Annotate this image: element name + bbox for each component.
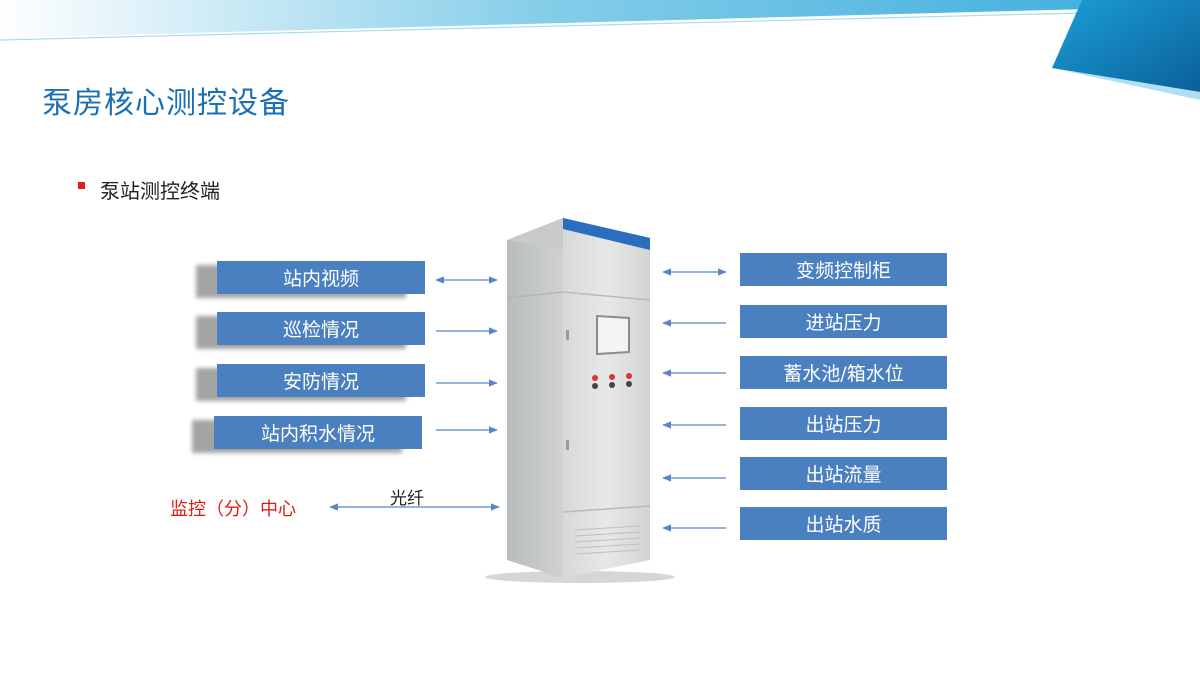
right-input-box: 出站压力 bbox=[740, 407, 947, 440]
left-input-box: 巡检情况 bbox=[217, 312, 425, 345]
page-title: 泵房核心测控设备 bbox=[42, 86, 290, 121]
corner-shape bbox=[1052, 0, 1200, 92]
bullet-text: 泵站测控终端 bbox=[100, 179, 220, 203]
control-cabinet-image bbox=[485, 218, 675, 583]
left-input-box: 站内视频 bbox=[217, 261, 425, 294]
right-input-box: 变频控制柜 bbox=[740, 253, 947, 286]
right-input-box: 出站流量 bbox=[740, 457, 947, 490]
left-input-box: 站内积水情况 bbox=[214, 416, 422, 449]
top-band-line bbox=[0, 9, 1200, 41]
monitoring-center-label: 监控（分）中心 bbox=[170, 499, 296, 520]
right-input-box: 进站压力 bbox=[740, 305, 947, 338]
right-input-box: 出站水质 bbox=[740, 507, 947, 540]
fiber-link-label: 光纤 bbox=[390, 489, 424, 509]
top-band bbox=[0, 0, 1200, 38]
right-input-box: 蓄水池/箱水位 bbox=[740, 356, 947, 389]
corner-shape-light bbox=[1052, 68, 1200, 100]
left-input-box: 安防情况 bbox=[217, 364, 425, 397]
bullet-marker bbox=[78, 182, 85, 189]
